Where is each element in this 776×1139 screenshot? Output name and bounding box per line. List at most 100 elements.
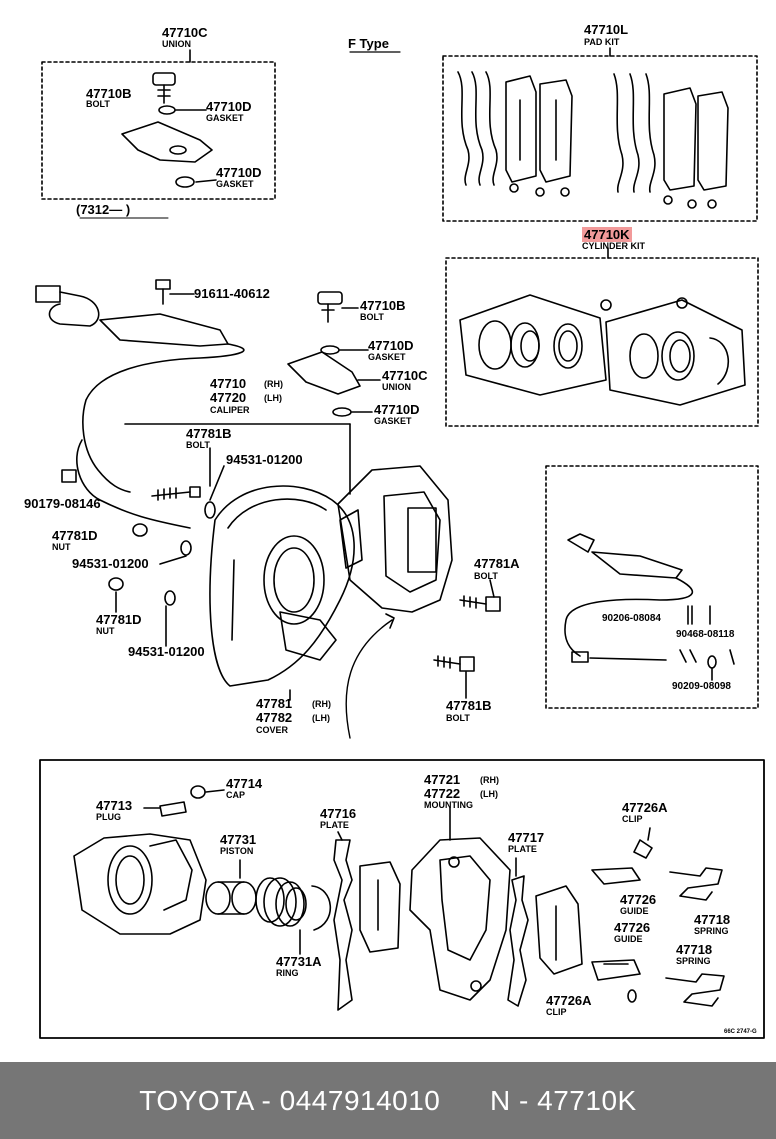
parts-diagram: F Type 47710C UNION 47710L PAD KIT 47710… (24, 22, 765, 1039)
cover-lh-side: (LH) (312, 713, 330, 723)
diagram-code: 66C 2747-G (724, 1029, 757, 1035)
guide-b-name: GUIDE (614, 934, 643, 944)
union-c-name: UNION (382, 382, 411, 392)
cover-name: COVER (256, 725, 289, 735)
union-c-num: 47710C (382, 368, 428, 383)
union-header-num: 47710C (162, 25, 208, 40)
sensor-wire-upper (35, 285, 245, 529)
plate-b-name: PLATE (508, 844, 537, 854)
plate-a-num: 47716 (320, 806, 357, 821)
pad-a-icon (359, 861, 401, 953)
plug-num: 47713 (96, 798, 133, 813)
bolt-47710b-icon (317, 291, 343, 323)
bolt-781a-num: 47781A (474, 556, 520, 571)
piston-num: 47731 (220, 832, 257, 847)
clip-b-name: CLIP (546, 1007, 567, 1017)
pad-kit-box-outline (442, 55, 758, 222)
dust-cover-icon (209, 485, 355, 687)
mounting-lh-side: (LH) (480, 789, 498, 799)
part-90206: 90206-08084 (602, 613, 661, 624)
caliper-lh-num: 47720 (210, 390, 247, 405)
nut-781d-b-name: NUT (96, 626, 115, 636)
bolt-781b-num: 47781B (186, 426, 232, 441)
pad-kit-pads-right (663, 87, 729, 191)
spring-a-icon (669, 867, 723, 901)
pad-kit-num: 47710L (584, 22, 629, 37)
spring-a-name: SPRING (694, 926, 729, 936)
clip-a-icon (633, 839, 653, 859)
part-90179: 90179-08146 (24, 496, 101, 511)
pad-b-icon (535, 885, 583, 975)
gasket-d2-name: GASKET (374, 416, 412, 426)
cylinder-kit-parts (459, 294, 746, 406)
union-gasket-a-num: 47710D (206, 99, 252, 114)
nut-781d-a-num: 47781D (52, 528, 98, 543)
caliper-rh-num: 47710 (210, 376, 247, 391)
mounting-rh-num: 47721 (424, 772, 461, 787)
union-gasket-a-name: GASKET (206, 113, 244, 123)
guide-a-name: GUIDE (620, 906, 649, 916)
part-94531-a: 94531-01200 (226, 452, 303, 467)
union-gasket-b-num: 47710D (216, 165, 262, 180)
guide-b-num: 47726 (614, 920, 651, 935)
plate-a-name: PLATE (320, 820, 349, 830)
bolt-91611-icon (155, 279, 171, 305)
cover-rh-num: 47781 (256, 696, 293, 711)
section-title: F Type (348, 36, 389, 51)
piston-icon (205, 881, 257, 915)
nut-781d-b-num: 47781D (96, 612, 142, 627)
sensor-wire-lower (564, 533, 735, 669)
ring-num: 47731A (276, 954, 322, 969)
guide-a-icon (591, 867, 641, 885)
clip-a-name: CLIP (622, 814, 643, 824)
cover-lh-num: 47782 (256, 710, 293, 725)
cylinder-kit-box-outline (445, 257, 759, 427)
union-gasket-b-name: GASKET (216, 179, 254, 189)
clip-b-num: 47726A (546, 993, 592, 1008)
union-box-outline (41, 61, 276, 200)
gasket-d2-num: 47710D (374, 402, 420, 417)
mounting-rh-side: (RH) (480, 775, 499, 785)
cylinder-kit-num: 47710K (582, 227, 632, 242)
bolt-b-num: 47710B (360, 298, 406, 313)
gasket-d1-name: GASKET (368, 352, 406, 362)
union-bolt-icon (152, 72, 176, 104)
bolt-47781a-icon (459, 595, 501, 612)
caliper-housing-icon (73, 833, 207, 935)
spring-b-num: 47718 (676, 942, 713, 957)
part-94531-c: 94531-01200 (128, 644, 205, 659)
bolt-781b2-name: BOLT (446, 713, 470, 723)
mounting-bracket-icon (409, 837, 511, 1001)
bolt-781b-name: BOLT (186, 440, 210, 450)
guide-b-icon (591, 959, 641, 981)
ring-icon (311, 885, 332, 931)
cover-rh-side: (RH) (312, 699, 331, 709)
ring-name: RING (276, 968, 299, 978)
caliper-name: CALIPER (210, 405, 250, 415)
union-header-name: UNION (162, 39, 191, 49)
part-90468: 90468-08118 (676, 629, 735, 640)
piston-name: PISTON (220, 846, 254, 856)
pad-kit-springs-right (613, 73, 656, 193)
part-91611: 91611-40612 (194, 286, 270, 301)
seal-icon (255, 877, 307, 927)
mounting-name: MOUNTING (424, 800, 473, 810)
bolt-781a-name: BOLT (474, 571, 498, 581)
bolt-781b2-num: 47781B (446, 698, 492, 713)
caliper-rh-side: (RH) (264, 379, 283, 389)
union-47710c-icon (287, 351, 361, 395)
cap-name: CAP (226, 790, 246, 800)
union-date-note: (7312— ) (76, 202, 131, 217)
bolt-47781b-icon (151, 486, 201, 501)
anti-squeal-plate-a-icon (333, 839, 353, 1011)
spring-b-icon (665, 973, 725, 1007)
cylinder-kit-num-highlight: 47710K (582, 227, 632, 242)
clip-a-num: 47726A (622, 800, 668, 815)
part-90209: 90209-08098 (672, 681, 731, 692)
bolt-47781b-right-icon (433, 655, 475, 672)
spring-b-name: SPRING (676, 956, 711, 966)
pad-kit-springs-left (457, 71, 498, 186)
plug-icon (159, 801, 187, 817)
cylinder-kit-name: CYLINDER KIT (582, 241, 645, 251)
diagram-drawing (35, 47, 765, 1039)
